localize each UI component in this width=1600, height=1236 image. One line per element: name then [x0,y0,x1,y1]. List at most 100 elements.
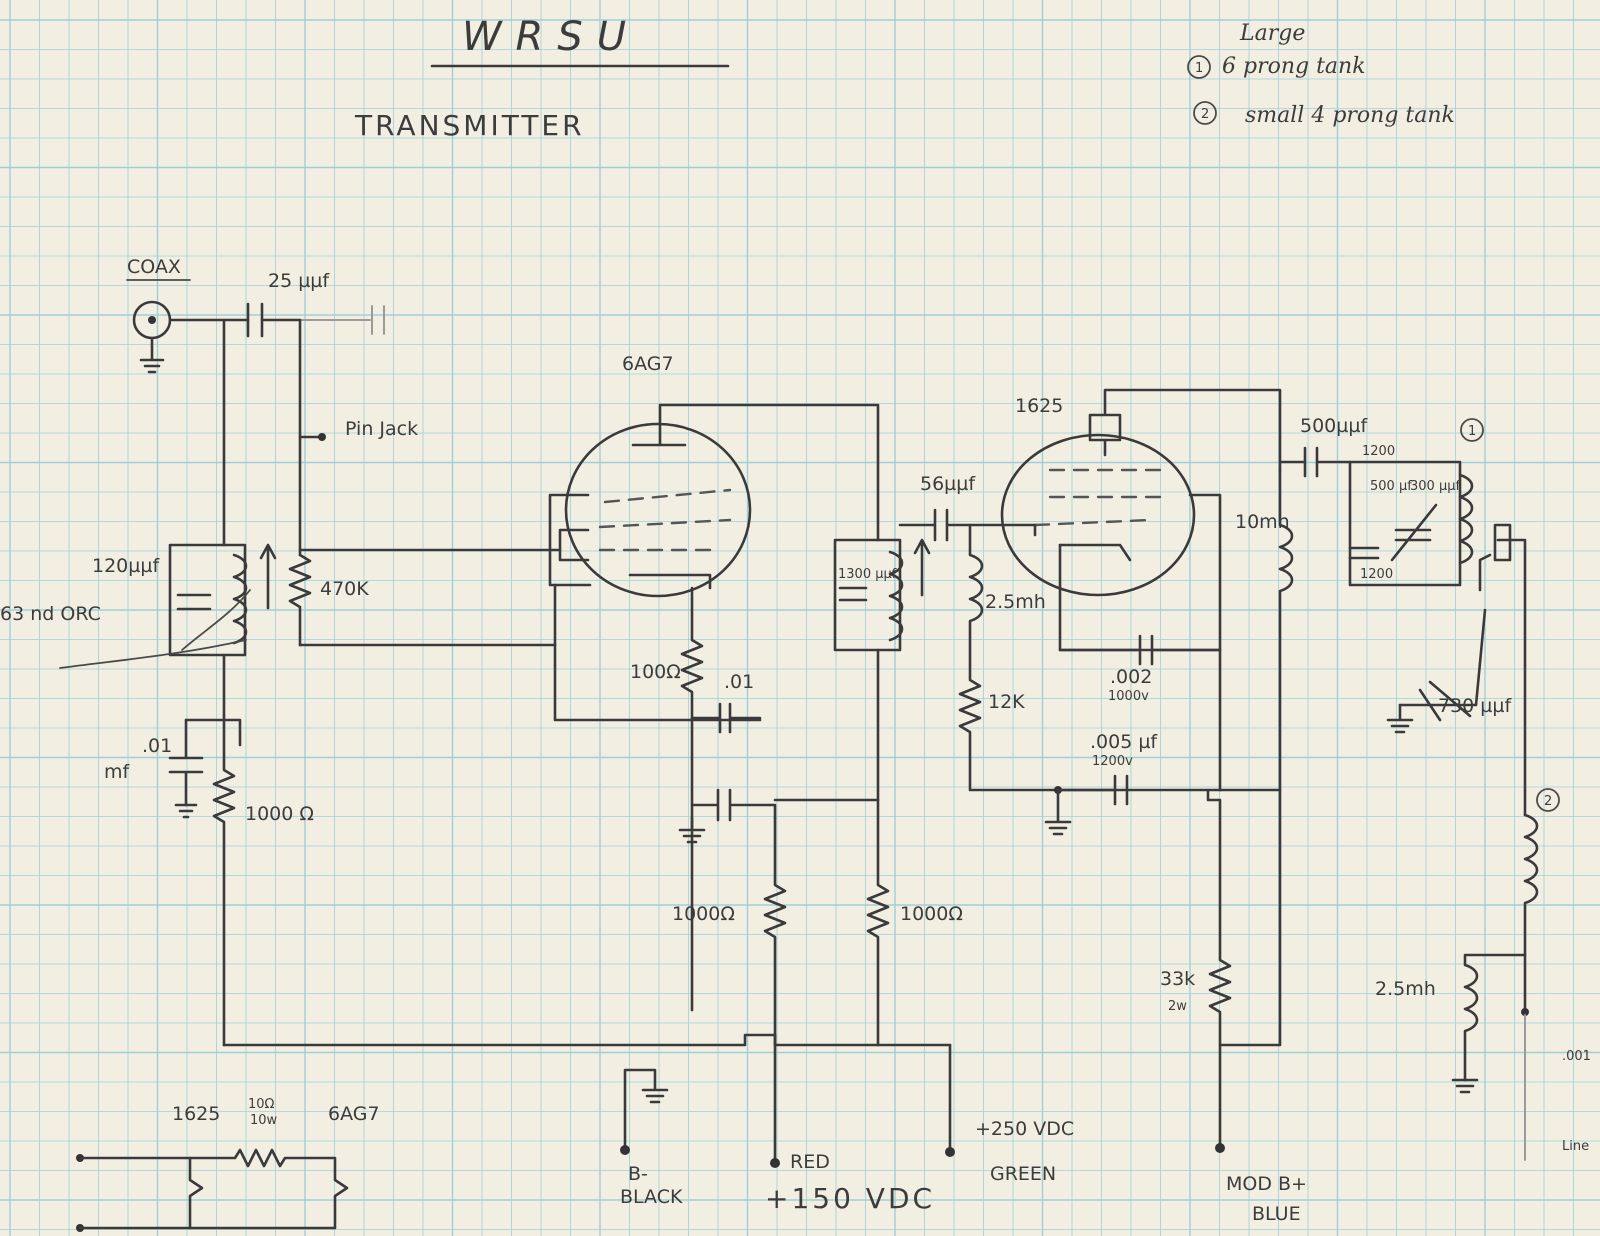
capacitor-faint [299,305,385,335]
tube-pins [548,493,592,587]
green-terminal [945,1147,955,1157]
note-heading: Large [1239,21,1305,46]
cap-002-label: .002 [1110,666,1152,688]
res-33k-label: 33k [1160,968,1195,990]
up-arrow-icon [259,543,277,610]
ground-icon [1451,1078,1479,1094]
plate [631,403,880,542]
v150-label: +150 VDC [765,1182,935,1215]
wire [184,718,242,747]
grid-network-1625: 2.5mh 12K [958,523,1222,836]
res-1000-left-label: 1000 Ω [245,803,314,825]
note1-number: 1 [1195,61,1203,76]
tube-envelope [1000,433,1196,597]
cap-005-label: .005 µf [1090,731,1158,753]
res-1000-b-label: 1000Ω [900,903,963,925]
resistor-100-cathode [680,586,704,1012]
cap-730-label: 730 µµf [1438,695,1512,717]
grid-1 [1033,518,1152,527]
capacitor-005 [1056,774,1129,806]
cap-300-label: 300 µµf [1410,479,1460,494]
tank-num-1-circle [1460,418,1484,442]
capacitor-fixed [1348,546,1380,560]
pin-jack-icon [318,433,326,441]
cap-01-unit: mf [104,761,131,783]
choke-and-resistor [958,523,1222,792]
resistor-470k [288,553,312,647]
coax-label: COAX [127,256,181,278]
bus-wire [222,1033,952,1047]
page-subtitle: TRANSMITTER [354,109,585,142]
up-arrow-icon [913,538,931,597]
page-title: WRSU [462,14,640,60]
tank-frame [168,543,247,657]
mod-b-label: MOD B+ [1226,1173,1307,1195]
tube-1625-label: 1625 [1015,395,1063,417]
input-tank: 120µµf 63 nd ORC 470K [0,543,557,717]
screen-wire [1188,493,1222,792]
capacitor-25uuf [246,302,264,338]
res-470k-label: 470K [320,578,369,600]
tank-num-2-circle [1536,788,1560,812]
res-1000-a-label: 1000Ω [672,903,735,925]
wire [553,583,762,722]
tube-envelope [564,422,752,598]
grid-3 [603,488,732,504]
b-minus-ground [623,1068,669,1147]
tank-coil [1458,473,1474,565]
fil-res-label: 10Ω [248,1097,275,1112]
cap-120-label: 120µµf [92,555,160,577]
ground-icon [174,803,198,819]
capacitor-01 [168,718,204,807]
ground-icon [1044,788,1072,836]
tank-num-1: 1 [1468,424,1476,439]
note1-text: 6 prong tank [1222,54,1366,79]
cap-01-grid-label: .01 [724,671,754,693]
cap-500-label: 500µµf [1300,415,1368,437]
tube-1625: 1625 .002 1000v .005 µf 1200v 33k 2w 10m… [1000,388,1294,1147]
variable-capacitor [1390,503,1438,562]
pin-jack-label: Pin Jack [345,418,418,440]
capacitor-01-cathode [690,702,762,734]
tank-num-2: 2 [1544,794,1552,809]
tuning-arrow [181,589,251,651]
note2-number: 2 [1201,107,1209,122]
cap-1300-label: 1300 µµf [838,567,897,582]
cathode [628,573,712,590]
red-terminal [770,1158,780,1168]
link-coil [1478,523,1512,592]
variable-capacitor-730 [1398,608,1487,722]
tube-6ag7: 6AG7 100Ω .01 1000Ω [298,353,880,1162]
resistor-33k [1206,788,1232,1147]
b-minus-terminal [620,1145,630,1155]
res-12k-label: 12K [988,691,1025,713]
tube-6ag7-label: 6AG7 [622,353,674,375]
note2-circle [1193,101,1217,125]
res-100-label: 100Ω [630,661,681,683]
filament-6ag7-with-resistor [188,1148,349,1230]
choke-10mh [1218,468,1294,1047]
capacitor-bypass [690,788,777,822]
line-label: Line [1562,1139,1589,1154]
coax-center [148,316,156,324]
resistor-1000-left [212,713,236,1047]
cap-1200-bot: 1200 [1360,567,1393,582]
inductor-coil [888,550,904,642]
cap-002-volt: 1000v [1108,689,1149,704]
wire [1496,538,1527,817]
cap-005-volt: 1200v [1092,754,1133,769]
cap-01-label: .01 [142,735,172,757]
ground-icon [1386,703,1414,734]
left-bias: .01 mf 1000 Ω [104,713,952,1047]
choke-25mh-out [1463,813,1539,1082]
note2-text: small 4 prong tank [1245,103,1455,128]
tank-frame [1348,460,1462,587]
cap-56-label: 56µµf [920,473,976,495]
cathode [1058,543,1132,562]
inductor-coil [232,553,248,645]
fil-6ag7-label: 6AG7 [328,1103,380,1125]
resistor-1000-a [763,816,787,1162]
ground-icon [139,336,165,374]
cap-500-var-label: 500 µf [1370,479,1412,494]
